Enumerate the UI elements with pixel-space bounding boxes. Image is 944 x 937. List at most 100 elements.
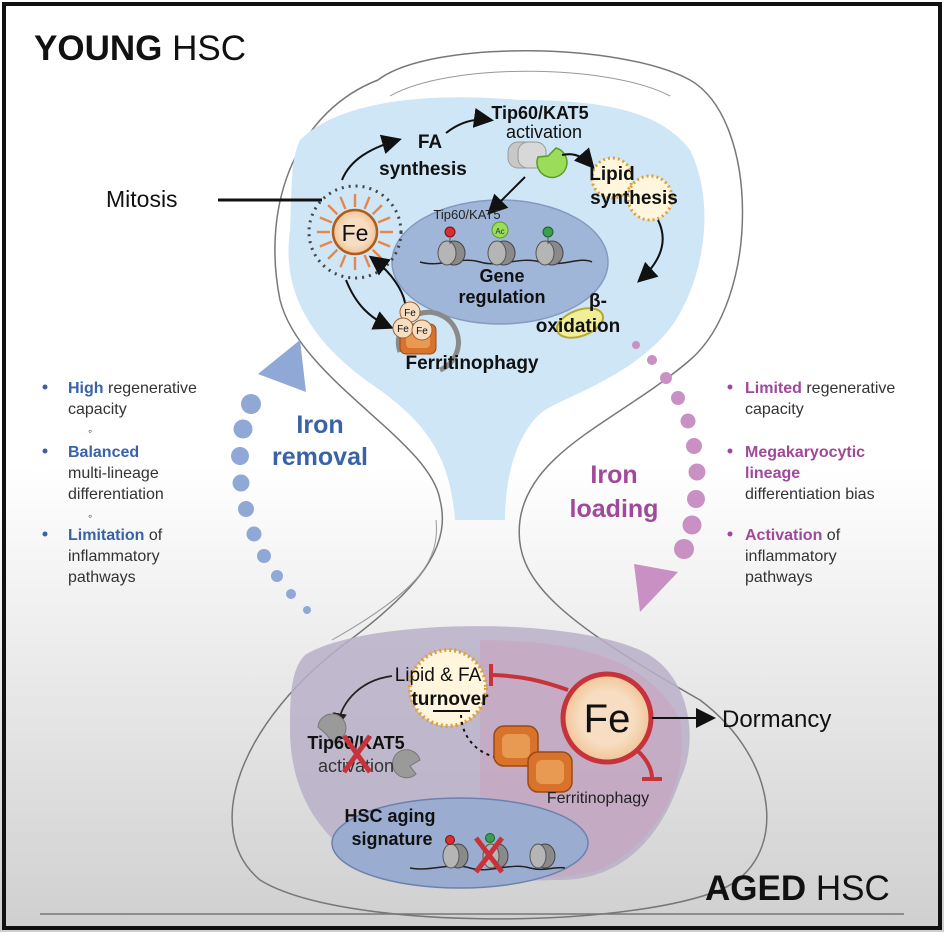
lipid-fa-label: Lipid & FA (395, 665, 482, 686)
lipid-droplets-icon (590, 156, 674, 222)
cross-mark-tip60 (341, 734, 373, 774)
arrow-lipid-to-beta (637, 219, 664, 283)
young-feature-2-line2: multi-lineage (68, 465, 159, 482)
iron-loading-arrow (632, 341, 706, 612)
dormancy-label: Dormancy (722, 706, 831, 733)
fe-iron-aged-icon (560, 671, 654, 765)
cross-mark-gene (474, 836, 504, 874)
aged-feature-1-line1: Limited regenerative (745, 380, 895, 397)
ferritin-fe-1: Fe (404, 308, 416, 319)
activation-aged-label: activation (318, 756, 394, 776)
beta-label: β- (589, 291, 607, 312)
ferritin-cages-icon (493, 725, 573, 793)
iron-ray (363, 254, 371, 268)
arrow-fe-to-fa (341, 134, 402, 181)
iron-ray (339, 196, 347, 210)
gene-label: Gene (479, 266, 524, 286)
iron-removal-arrow (231, 340, 311, 614)
nucleosome-1 (437, 226, 466, 266)
arrow-tip60-to-nucleus (487, 176, 526, 215)
young-feature-3-line2: inflammatory (68, 548, 160, 565)
iron-ray (327, 204, 339, 216)
aged-hsc-title: AGED HSC (705, 869, 890, 908)
mitochondrion-icon (556, 307, 604, 339)
regulation-label: regulation (458, 287, 545, 307)
signature-label: signature (351, 829, 432, 849)
young-feature-1-line2: capacity (68, 401, 127, 418)
aged-feature-3-line3: pathways (745, 569, 813, 586)
arrow-fe-to-ferritin (345, 279, 394, 330)
hourglass-inner-line (331, 70, 671, 641)
oxidation-label: oxidation (536, 316, 620, 337)
sub-bullet-2: ◦ (88, 509, 92, 523)
nucleosome-aged-1 (442, 835, 469, 869)
iron-removal-label-2: removal (272, 443, 368, 471)
bullet (42, 448, 48, 454)
tip60-inactive-icon (317, 713, 421, 779)
aged-feature-3-line1: Activation of (745, 527, 841, 544)
arrow-fa-to-tip60 (445, 107, 494, 134)
ferritin-fe-2: Fe (397, 324, 409, 335)
iron-ray (377, 216, 391, 224)
iron-ray (371, 204, 383, 216)
aged-feature-2-line3: differentiation bias (745, 486, 875, 503)
nucleus-tip60-label: Tip60/KAT5 (433, 207, 500, 222)
young-feature-3-line3: pathways (68, 569, 136, 586)
fa-label: FA (418, 132, 443, 153)
acetyl-tag: Ac (495, 227, 504, 236)
bullet (42, 531, 48, 537)
iron-ray (319, 240, 333, 248)
young-feature-2-line1: Balanced (68, 444, 139, 461)
iron-ray (319, 216, 333, 224)
lipid-label: Lipid (589, 164, 634, 185)
tip60-aged-label: Tip60/KAT5 (307, 733, 404, 753)
iron-loading-label-1: Iron (590, 461, 637, 489)
sub-bullet-1: ◦ (88, 424, 92, 438)
hourglass-outline (231, 50, 768, 920)
nucleosome-aged-3 (529, 843, 556, 869)
ferritin-autophagosome-icon: Fe Fe Fe (392, 301, 461, 373)
aged-feature-2-line1: Megakaryocytic (745, 444, 865, 461)
aged-nucleus (331, 797, 589, 889)
young-hsc-title: YOUNG HSC (34, 29, 246, 68)
inhibition-fe-lipid (492, 673, 569, 692)
iron-loading-label-2: loading (570, 495, 659, 523)
ferritin-fe-3: Fe (416, 326, 428, 337)
bullet (727, 448, 733, 454)
lipid-synthesis-label: synthesis (590, 188, 678, 209)
young-feature-1-line1: High regenerative (68, 380, 197, 397)
tip60-label: Tip60/KAT5 (491, 103, 588, 123)
lipid-droplet-aged (408, 648, 488, 728)
hsc-aging-label: HSC aging (344, 806, 435, 826)
chromatin-top: Ac (419, 221, 593, 266)
nucleosome-3 (535, 226, 564, 266)
bullet (727, 384, 733, 390)
aged-feature-1-line2: capacity (745, 401, 804, 418)
iron-ray (327, 248, 339, 260)
arrow-tip60-to-lipid (561, 147, 595, 170)
turnover-label: turnover (411, 689, 489, 710)
synthesis-label: synthesis (379, 159, 467, 180)
young-features-list: High regenerative capacity ◦ Balanced mu… (42, 380, 197, 586)
fe-aged-label: Fe (584, 697, 631, 741)
mitosis-label: Mitosis (106, 186, 178, 212)
aged-feature-3-line2: inflammatory (745, 548, 837, 565)
activation-label: activation (506, 122, 582, 142)
young-feature-2-line3: differentiation (68, 486, 164, 503)
young-feature-3-line1: Limitation of (68, 527, 163, 544)
iron-ray (339, 254, 347, 268)
bullet (727, 531, 733, 537)
ferritinophagy-aged-label: Ferritinophagy (547, 790, 649, 807)
chromatin-aged (409, 833, 566, 874)
iron-ray (377, 240, 391, 248)
aged-features-list: Limited regenerative capacity Megakaryoc… (727, 380, 895, 586)
svg-text:Fe: Fe (342, 220, 369, 246)
iron-ray (363, 196, 371, 210)
ferritinophagy-label-top: Ferritinophagy (405, 353, 538, 374)
tip60-protein-icon (507, 141, 568, 179)
nucleosome-2: Ac (487, 221, 516, 266)
aged-feature-2-line2: lineage (745, 465, 800, 482)
